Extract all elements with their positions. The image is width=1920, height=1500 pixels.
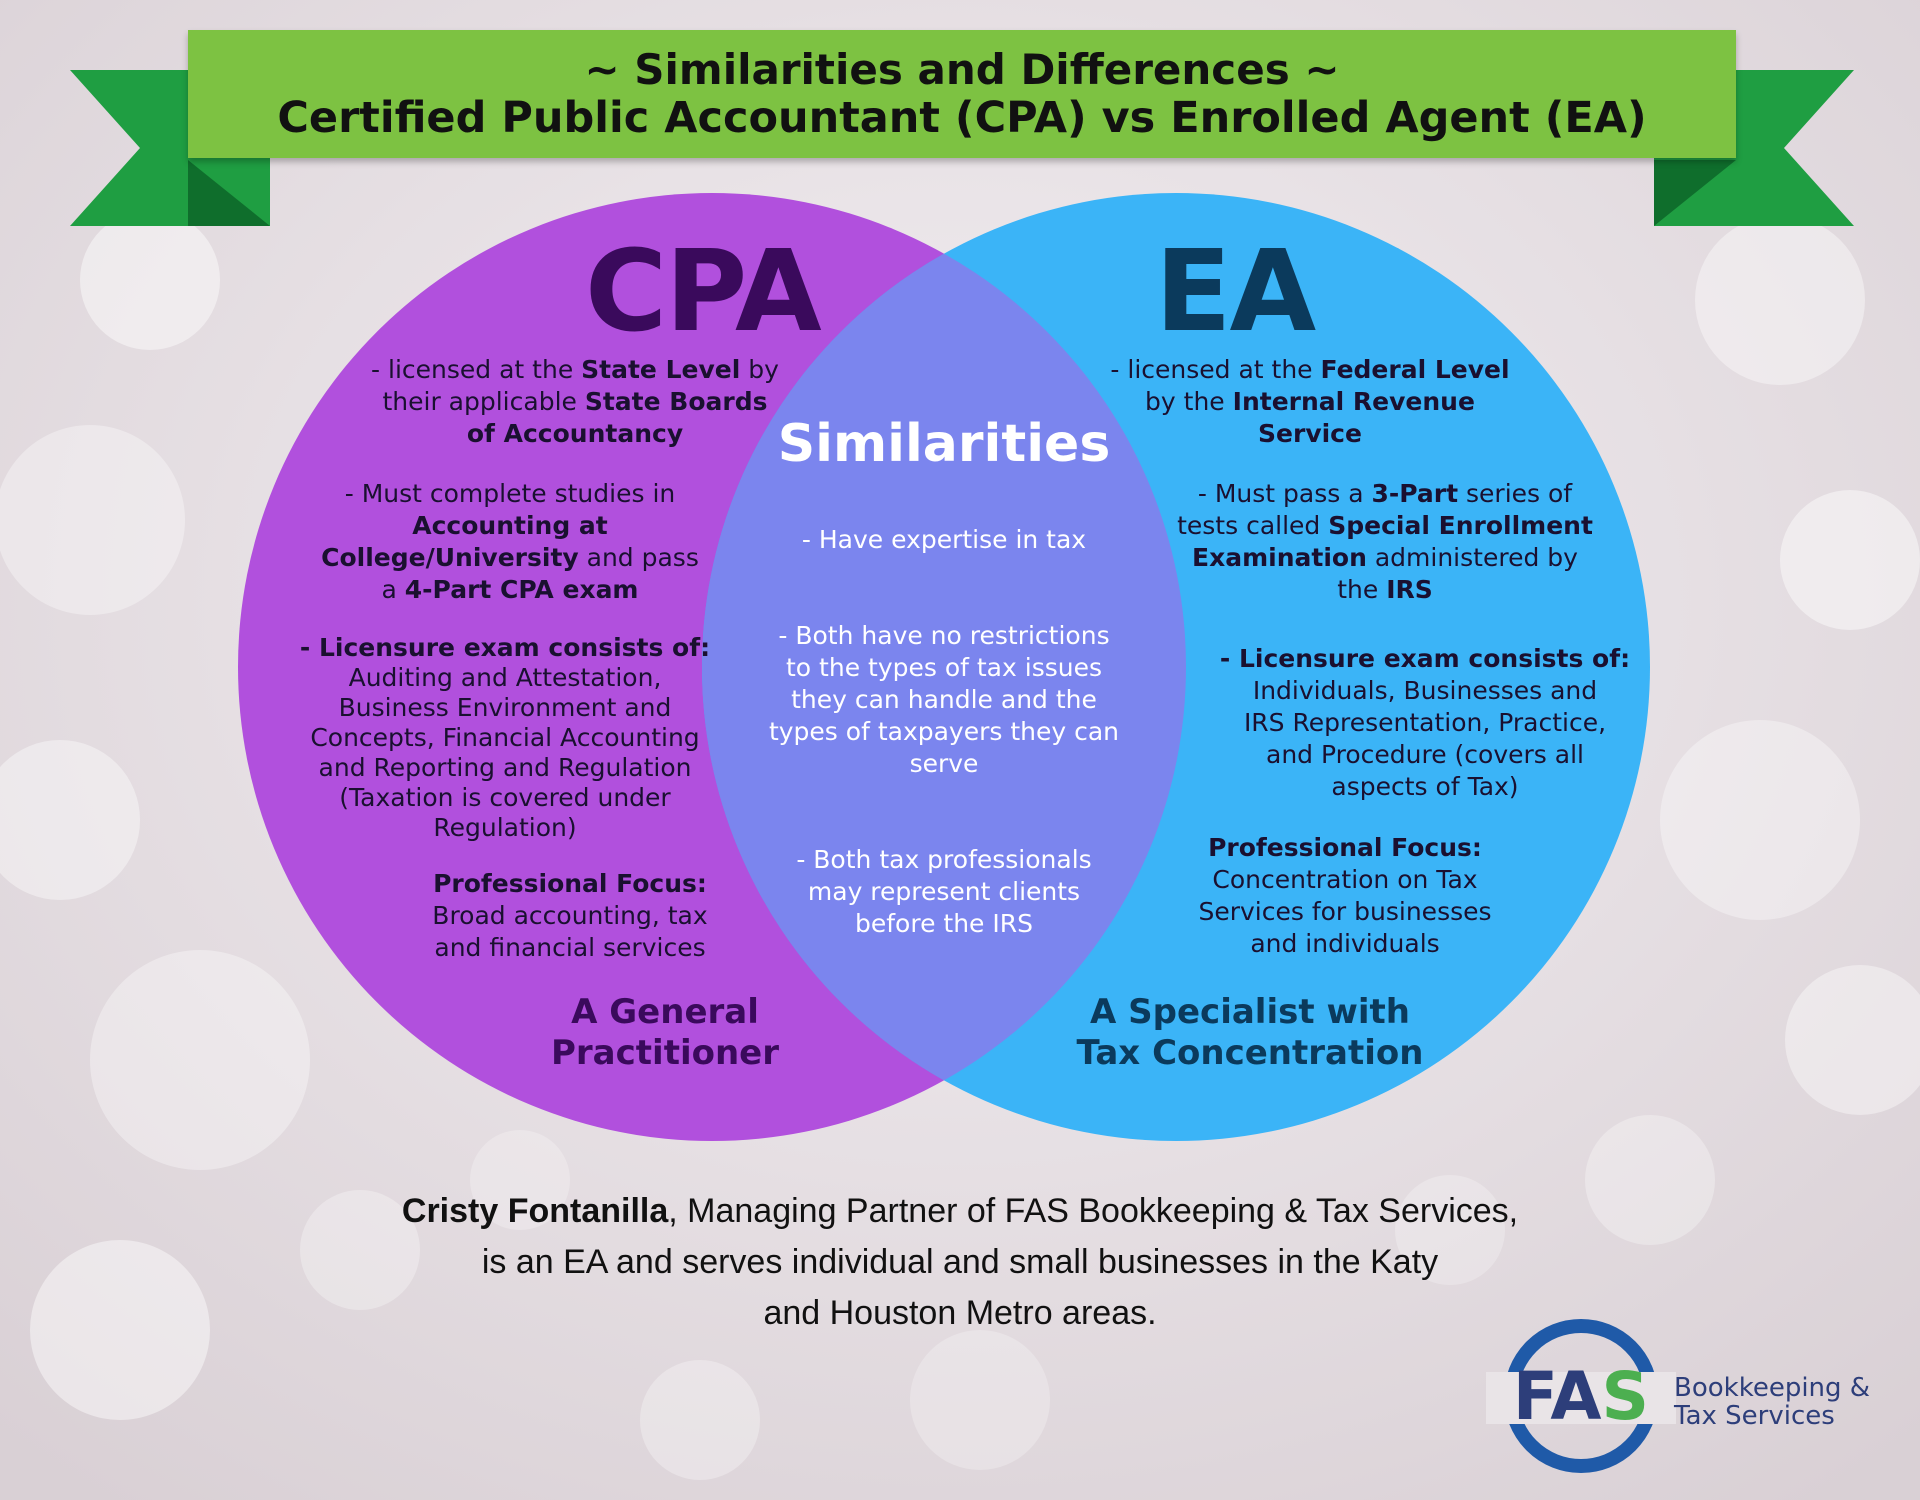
logo-subtitle-2: Tax Services xyxy=(1674,1401,1835,1431)
ea-exam-line: IRS Representation, Practice, xyxy=(1243,708,1607,737)
ea-p2-i: IRS xyxy=(1386,575,1433,604)
similarity-item-expertise: - Have expertise in tax xyxy=(744,524,1144,556)
ea-focus-line: and individuals xyxy=(1250,929,1440,958)
cpa-p2-b: Accounting at xyxy=(412,511,608,540)
cpa-p1-c: by xyxy=(740,355,779,384)
cpa-p1-b: State Level xyxy=(581,355,741,384)
ea-p1-e: Service xyxy=(1258,419,1362,448)
ea-p2-f: Examination xyxy=(1192,543,1367,572)
cpa-licensing-text: - licensed at the State Level by their a… xyxy=(340,354,810,450)
cpa-focus-line: and financial services xyxy=(434,933,706,962)
cpa-exam-text: - Licensure exam consists of: Auditing a… xyxy=(270,633,740,843)
ea-exam-heading: - Licensure exam consists of: xyxy=(1219,644,1631,673)
ea-tagline: A Specialist with Tax Concentration xyxy=(1050,992,1450,1074)
cpa-p2-a: - Must complete studies in xyxy=(344,479,676,508)
cpa-exam-line: Auditing and Attestation, xyxy=(348,663,662,692)
cpa-p1-f: of Accountancy xyxy=(466,419,684,448)
ea-tagline-line2: Tax Concentration xyxy=(1076,1033,1424,1073)
fas-logo-letters: FAS xyxy=(1513,1358,1649,1435)
logo-subtitle-1: Bookkeeping & xyxy=(1674,1373,1871,1403)
similarities-title: Similarities xyxy=(777,414,1111,474)
footer-text: Cristy Fontanilla, Managing Partner of F… xyxy=(310,1186,1610,1339)
footer-line2: is an EA and serves individual and small… xyxy=(481,1243,1439,1281)
ea-p2-c: series of xyxy=(1458,479,1573,508)
ea-p1-b: Federal Level xyxy=(1320,355,1510,384)
ea-p1-a: - licensed at the xyxy=(1110,355,1321,384)
ea-p1-c: by the xyxy=(1145,387,1233,416)
ea-p2-g: administered by xyxy=(1366,543,1578,572)
fas-logo-mark: FAS xyxy=(1486,1319,1676,1473)
cpa-p1-d: their applicable xyxy=(382,387,585,416)
cpa-p2-f: 4-Part CPA exam xyxy=(404,575,639,604)
ea-p2-b: 3-Part xyxy=(1371,479,1459,508)
cpa-p2-e: a xyxy=(381,575,405,604)
ea-focus-line: Services for businesses xyxy=(1198,897,1492,926)
cpa-tagline: A General Practitioner xyxy=(500,992,830,1074)
cpa-p1-a: - licensed at the xyxy=(371,355,582,384)
ea-p2-a: - Must pass a xyxy=(1197,479,1372,508)
cpa-title: CPA xyxy=(585,227,822,357)
similarity-item-no-restrictions: - Both have no restrictions to the types… xyxy=(744,620,1144,780)
cpa-exam-line: Concepts, Financial Accounting xyxy=(310,723,700,752)
fas-logo: FAS Bookkeeping & Tax Services xyxy=(1486,1316,1906,1476)
similarity-line: to the types of tax issues xyxy=(786,653,1102,682)
similarity-line: - Both have no restrictions xyxy=(778,621,1110,650)
similarity-line: - Both tax professionals xyxy=(796,845,1092,874)
ea-p2-h: the xyxy=(1337,575,1387,604)
ea-p2-e: Special Enrollment xyxy=(1328,511,1593,540)
cpa-exam-line: Business Environment and xyxy=(338,693,672,722)
similarity-line: - Have expertise in tax xyxy=(801,525,1087,554)
footer-line1: , Managing Partner of FAS Bookkeeping & … xyxy=(668,1192,1519,1230)
similarity-line: they can handle and the xyxy=(791,685,1097,714)
ea-p2-d: tests called xyxy=(1177,511,1329,540)
ea-focus-line: Concentration on Tax xyxy=(1212,865,1478,894)
ea-exam-line: Individuals, Businesses and xyxy=(1252,676,1598,705)
cpa-exam-line: and Reporting and Regulation xyxy=(318,753,692,782)
ea-title: EA xyxy=(1155,227,1316,357)
cpa-p2-c: College/University xyxy=(321,543,579,572)
similarity-line: may represent clients xyxy=(807,877,1081,906)
cpa-education-text: - Must complete studies in Accounting at… xyxy=(270,478,750,606)
ea-exam-line: aspects of Tax) xyxy=(1331,772,1519,801)
ea-licensing-text: - licensed at the Federal Level by the I… xyxy=(1090,354,1530,450)
ea-p1-d: Internal Revenue xyxy=(1232,387,1475,416)
cpa-exam-heading: - Licensure exam consists of: xyxy=(299,633,711,662)
ea-tagline-line1: A Specialist with xyxy=(1090,992,1410,1032)
ea-focus-text: Professional Focus: Concentration on Tax… xyxy=(1170,832,1520,960)
ea-exam-line: and Procedure (covers all xyxy=(1266,740,1584,769)
cpa-exam-line: (Taxation is covered under xyxy=(339,783,671,812)
cpa-p2-d: and pass xyxy=(578,543,699,572)
similarity-line: serve xyxy=(909,749,979,778)
cpa-focus-text: Professional Focus: Broad accounting, ta… xyxy=(400,868,740,964)
title-banner: ~ Similarities and Differences ~ Certifi… xyxy=(188,30,1736,158)
similarity-item-represent-clients: - Both tax professionals may represent c… xyxy=(744,844,1144,940)
cpa-focus-line: Broad accounting, tax xyxy=(432,901,708,930)
footer-line3: and Houston Metro areas. xyxy=(763,1294,1157,1332)
cpa-focus-heading: Professional Focus: xyxy=(433,869,707,898)
banner-title-line2: Certified Public Accountant (CPA) vs Enr… xyxy=(277,93,1647,143)
similarity-line: types of taxpayers they can xyxy=(768,717,1120,746)
ea-exam-requirement-text: - Must pass a 3-Part series of tests cal… xyxy=(1150,478,1620,606)
footer-name: Cristy Fontanilla xyxy=(401,1192,669,1230)
banner-title-line1: ~ Similarities and Differences ~ xyxy=(584,45,1340,94)
ea-exam-text: - Licensure exam consists of: Individual… xyxy=(1190,643,1660,803)
cpa-exam-line: Regulation) xyxy=(433,813,577,842)
cpa-tagline-line1: A General xyxy=(571,992,759,1032)
cpa-p1-e: State Boards xyxy=(584,387,768,416)
ea-focus-heading: Professional Focus: xyxy=(1208,833,1482,862)
similarities-overlap xyxy=(702,193,1186,1141)
similarity-line: before the IRS xyxy=(855,909,1033,938)
cpa-tagline-line2: Practitioner xyxy=(551,1033,779,1073)
